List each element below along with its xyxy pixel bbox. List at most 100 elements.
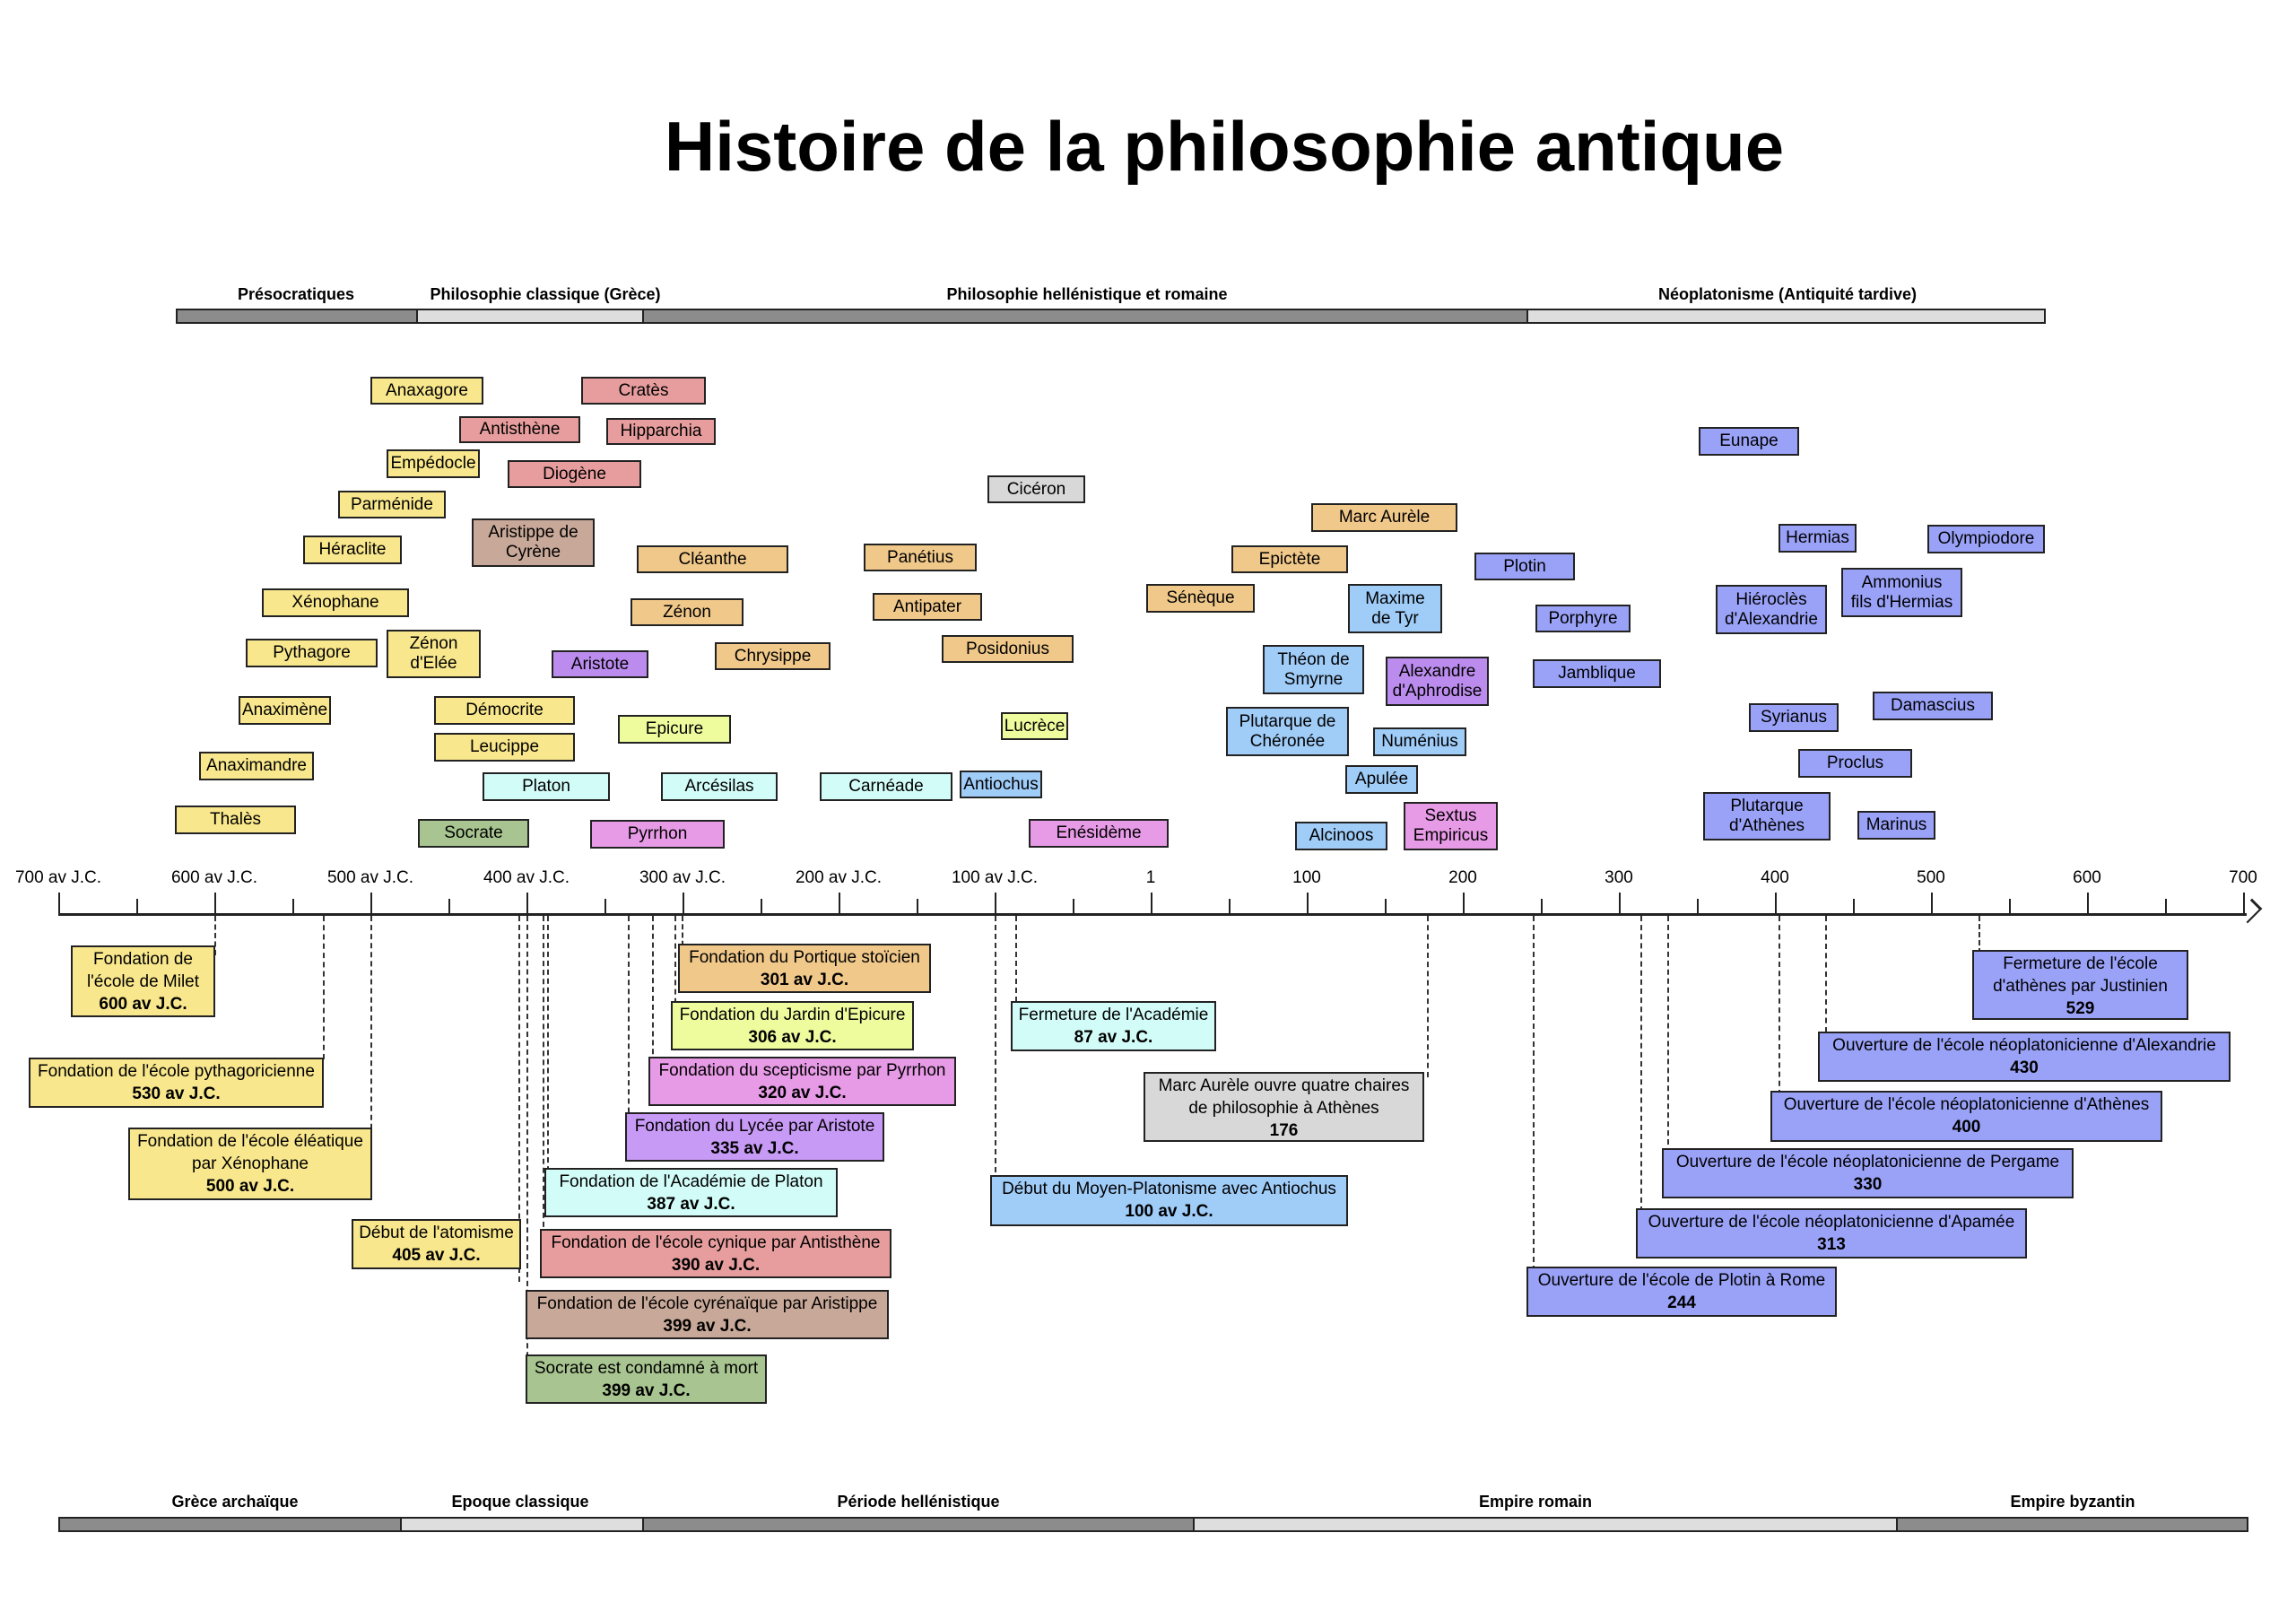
era-segment-periode-hellenistique bbox=[642, 1517, 1195, 1532]
philosopher-name: Plotin bbox=[1503, 556, 1546, 576]
tick-major bbox=[683, 893, 684, 914]
philosopher-name: Hipparchia bbox=[620, 422, 702, 440]
event-description-line2: d'athènes par Justinien bbox=[1993, 977, 2168, 996]
philosopher-box: Thalès bbox=[175, 806, 296, 834]
event-box: Fondation du Jardin d'Epicure 306 av J.C… bbox=[671, 1001, 914, 1050]
philosopher-box: Anaximène bbox=[239, 696, 331, 725]
connector-line bbox=[652, 916, 654, 1072]
connector-line bbox=[370, 916, 372, 1156]
philosopher-box: Chrysippe bbox=[715, 642, 831, 670]
event-box: Marc Aurèle ouvre quatre chaires de phil… bbox=[1144, 1072, 1424, 1142]
philosopher-box: Parménide bbox=[338, 491, 446, 518]
philosopher-box: Antisthène bbox=[459, 416, 580, 443]
event-box: Fondation de l'école pythagoricienne 530… bbox=[29, 1058, 324, 1108]
connector-line bbox=[1015, 916, 1017, 1011]
tick-label: 700 av J.C. bbox=[14, 868, 102, 887]
event-description: Ouverture de l'école néoplatonicienne d'… bbox=[1783, 1095, 2150, 1114]
event-description: Socrate est condamné à mort bbox=[534, 1359, 759, 1378]
event-date: 301 av J.C. bbox=[760, 971, 849, 989]
event-date: 335 av J.C. bbox=[710, 1139, 799, 1158]
philosopher-name: Jamblique bbox=[1558, 664, 1636, 683]
era-label-periode-hellenistique: Période hellénistique bbox=[837, 1493, 1000, 1511]
philosopher-box: Cicéron bbox=[987, 475, 1085, 503]
philosopher-name-line2: Cyrène bbox=[505, 543, 561, 562]
event-description: Fondation du scepticisme par Pyrrhon bbox=[658, 1061, 946, 1080]
connector-line bbox=[682, 916, 683, 954]
philosopher-name: Sextus bbox=[1424, 806, 1477, 825]
tick-minor bbox=[1229, 899, 1231, 914]
event-date: 399 av J.C. bbox=[663, 1317, 752, 1336]
tick-label: 500 av J.C. bbox=[326, 868, 414, 887]
event-box: Fondation du Lycée par Aristote 335 av J… bbox=[625, 1112, 884, 1162]
period-label-hellenistique: Philosophie hellénistique et romaine bbox=[946, 285, 1228, 303]
philosopher-box: Carnéade bbox=[820, 772, 952, 801]
philosopher-name-line2: Smyrne bbox=[1283, 669, 1344, 689]
philosopher-name: Chrysippe bbox=[734, 646, 812, 666]
philosopher-name: Numénius bbox=[1381, 732, 1458, 751]
philosopher-box: Enésidème bbox=[1029, 819, 1169, 848]
philosopher-box: Anaxagore bbox=[370, 377, 483, 405]
philosopher-name: Anaximandre bbox=[206, 756, 307, 775]
philosopher-name: Anaximène bbox=[241, 701, 328, 719]
philosopher-name: Carnéade bbox=[848, 777, 924, 796]
connector-line bbox=[214, 916, 216, 955]
philosopher-name: Pythagore bbox=[273, 643, 351, 662]
connector-line bbox=[995, 916, 996, 1181]
event-date: 244 bbox=[1667, 1293, 1696, 1312]
philosopher-name-line2: d'Alexandrie bbox=[1725, 609, 1818, 629]
tick-minor bbox=[917, 899, 918, 914]
tick-label: 700 bbox=[2229, 868, 2257, 887]
connector-line bbox=[1779, 916, 1780, 1095]
philosopher-box: Zénon bbox=[631, 598, 744, 626]
tick-major bbox=[1151, 893, 1152, 914]
tick-label: 100 av J.C. bbox=[951, 868, 1039, 887]
philosopher-name: Théon de bbox=[1277, 649, 1350, 669]
philosopher-box: Antipater bbox=[873, 593, 982, 621]
tick-major bbox=[1307, 893, 1309, 914]
event-description-line2: par Xénophane bbox=[192, 1154, 309, 1173]
era-segment-empire-romain bbox=[1193, 1517, 1898, 1532]
tick-label: 400 av J.C. bbox=[483, 868, 570, 887]
event-date: 313 bbox=[1817, 1235, 1846, 1254]
philosopher-name: Thalès bbox=[209, 810, 262, 829]
tick-major bbox=[2087, 893, 2089, 914]
era-segment-epoque-classique bbox=[400, 1517, 644, 1532]
event-date: 87 av J.C. bbox=[1074, 1028, 1153, 1047]
philosopher-box: Platon bbox=[483, 772, 610, 801]
philosopher-name: Platon bbox=[522, 777, 570, 796]
philosopher-box: Cratès bbox=[581, 377, 706, 405]
philosopher-name: Porphyre bbox=[1548, 608, 1618, 628]
event-description: Fermeture de l'école bbox=[2003, 954, 2158, 973]
philosopher-name: Xénophane bbox=[291, 593, 379, 612]
philosopher-name: Hermias bbox=[1786, 528, 1849, 547]
event-date: 500 av J.C. bbox=[205, 1177, 295, 1196]
connector-line bbox=[628, 916, 630, 1131]
philosopher-box: Posidonius bbox=[942, 635, 1074, 663]
philosopher-box: Arcésilas bbox=[661, 772, 778, 801]
philosopher-box: Lucrèce bbox=[1001, 712, 1068, 740]
philosopher-name: Alcinoos bbox=[1309, 826, 1374, 845]
tick-label: 200 bbox=[1448, 868, 1477, 887]
philosopher-box: Alcinoos bbox=[1295, 822, 1387, 850]
philosopher-name: Damascius bbox=[1891, 696, 1975, 715]
era-segment-empire-byzantin bbox=[1896, 1517, 2248, 1532]
event-date: 100 av J.C. bbox=[1125, 1202, 1213, 1221]
event-box: Ouverture de l'école néoplatonicienne d'… bbox=[1770, 1091, 2162, 1142]
event-description-line2: de philosophie à Athènes bbox=[1188, 1099, 1379, 1118]
tick-label: 600 bbox=[2073, 868, 2101, 887]
event-box: Fondation de l'école cyrénaïque par Aris… bbox=[526, 1290, 889, 1339]
tick-major bbox=[214, 893, 216, 914]
philosopher-box: Antiochus bbox=[960, 771, 1042, 798]
philosopher-box: Panétius bbox=[864, 544, 977, 571]
connector-line bbox=[1533, 916, 1535, 1271]
philosopher-box: Proclus bbox=[1798, 749, 1912, 778]
event-description: Fondation du Lycée par Aristote bbox=[634, 1117, 875, 1136]
philosopher-name: Marinus bbox=[1866, 815, 1927, 834]
tick-label: 100 bbox=[1292, 868, 1321, 887]
tick-major bbox=[1775, 893, 1777, 914]
